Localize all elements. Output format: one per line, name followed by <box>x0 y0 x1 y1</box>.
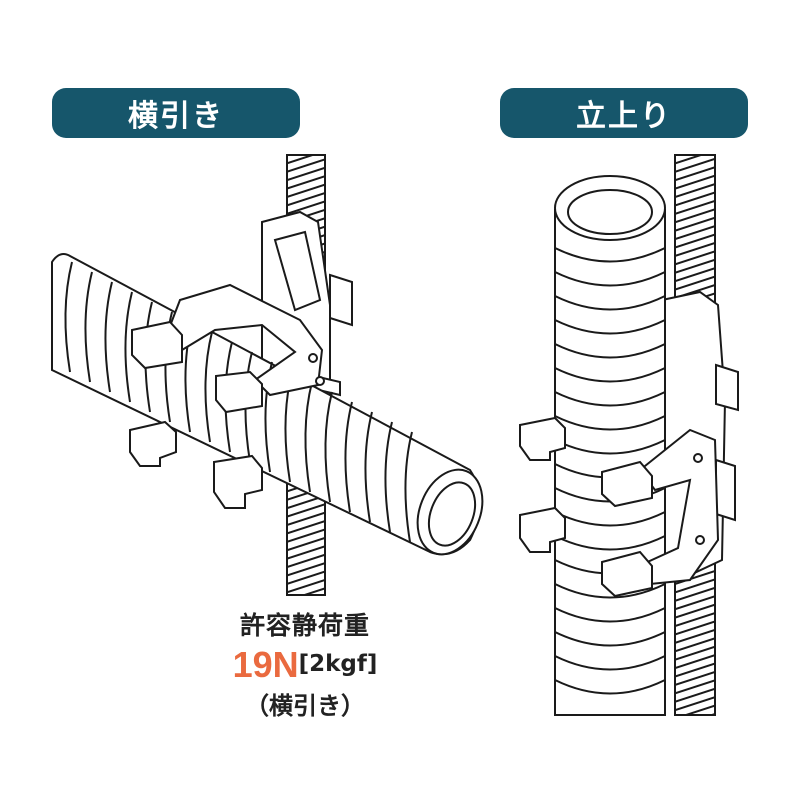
allowable-load-value: 19N <box>232 644 299 685</box>
allowable-load-value-line: 19N[2kgf] <box>205 644 405 686</box>
vertical-label: 立上り <box>576 99 672 134</box>
right-clip-body <box>519 416 720 598</box>
left-clip-body <box>129 283 325 509</box>
vertical-label-tag: 立上り <box>500 88 748 138</box>
horizontal-label-tag: 横引き <box>52 88 300 138</box>
allowable-load-title: 許容静荷重 <box>239 611 370 640</box>
right-flexible-conduit <box>554 175 666 716</box>
horizontal-label: 横引き <box>128 99 224 134</box>
allowable-load-note: （横引き） <box>245 692 365 720</box>
allowable-load-kgf: [2kgf] <box>298 651 378 677</box>
